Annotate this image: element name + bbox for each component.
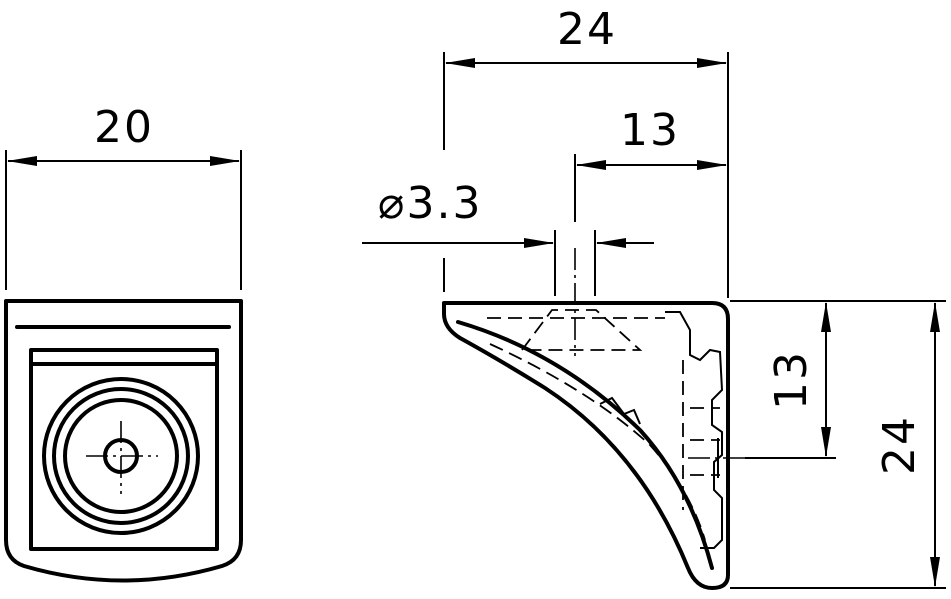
side-view <box>442 230 760 590</box>
pin-offset-dimension: 13 <box>574 105 727 222</box>
front-width-label: 20 <box>94 102 154 153</box>
hole-diameter-label: ⌀3.3 <box>378 178 482 229</box>
screw-boss-middle-circle <box>52 387 190 525</box>
front-inner-frame <box>29 348 219 551</box>
side-width-label: 24 <box>557 4 617 55</box>
hole-diameter-dimension: ⌀3.3 <box>362 178 654 248</box>
side-view-inner-edge <box>456 320 714 570</box>
side-width-dimension: 24 <box>443 4 729 298</box>
front-view-outline <box>4 299 243 583</box>
hidden-line-cone <box>520 309 643 351</box>
total-height-label: 24 <box>874 415 925 475</box>
inner-height-dimension: 13 <box>730 300 946 459</box>
hidden-line-arc <box>489 343 706 541</box>
side-view-outline <box>442 301 730 590</box>
front-view <box>4 299 243 583</box>
inner-height-label: 13 <box>766 350 817 410</box>
side-view-rib-profile <box>665 311 724 549</box>
hidden-line-inner-rib <box>690 407 720 476</box>
screw-boss-inner-circle <box>63 398 179 514</box>
side-view-tab <box>599 396 641 425</box>
pin-offset-label: 13 <box>620 105 680 156</box>
total-height-dimension: 24 <box>730 302 946 589</box>
screw-boss-outer-circle <box>42 377 200 535</box>
front-width-dimension: 20 <box>5 102 242 290</box>
